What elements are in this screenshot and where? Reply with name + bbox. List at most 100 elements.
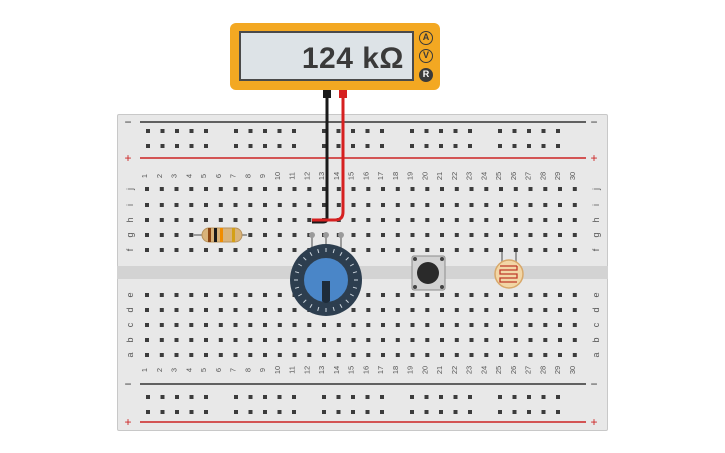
column-number: 14 (332, 366, 341, 374)
breadboard-hole (454, 308, 459, 312)
breadboard-hole (469, 353, 474, 357)
column-number: 25 (494, 172, 503, 180)
breadboard-hole (174, 218, 179, 222)
breadboard-hole (454, 218, 459, 222)
potentiometer[interactable] (290, 232, 362, 316)
mode-resistance-button[interactable]: R (419, 68, 433, 82)
potentiometer-tick (309, 303, 313, 308)
column-number: 25 (494, 366, 503, 374)
breadboard-hole (307, 203, 312, 207)
breadboard-hole (336, 187, 341, 191)
rail-hole (146, 144, 150, 148)
breadboard-hole (558, 233, 562, 237)
breadboard-hole (233, 323, 238, 327)
breadboard-hole (499, 248, 503, 252)
breadboard-hole (410, 218, 415, 222)
rail-hole (175, 144, 179, 148)
potentiometer-tick (339, 252, 343, 257)
breadboard-hole (425, 218, 430, 222)
breadboard-hole (543, 248, 548, 252)
breadboard-hole (499, 323, 503, 327)
breadboard-hole (248, 233, 253, 237)
breadboard-hole (528, 248, 533, 252)
breadboard-hole (395, 187, 400, 191)
breadboard-hole (499, 293, 503, 297)
rail-hole (498, 144, 502, 148)
breadboard-hole (248, 293, 253, 297)
column-number: 20 (420, 172, 429, 180)
mode-volt-button[interactable]: V (419, 49, 433, 63)
breadboard-hole (351, 323, 356, 327)
potentiometer-tick (298, 293, 303, 297)
multimeter-display: 124 kΩ (239, 31, 414, 81)
potentiometer-tick (294, 271, 300, 274)
resistor[interactable] (193, 227, 247, 243)
rail-hole (248, 144, 253, 148)
column-number: 3 (170, 174, 179, 178)
column-number: 5 (199, 368, 208, 372)
rail-hole (277, 129, 282, 133)
rail-hole (336, 410, 341, 414)
breadboard-hole (543, 353, 548, 357)
breadboard-hole (528, 233, 533, 237)
breadboard-hole (558, 338, 562, 342)
breadboard-hole (469, 338, 474, 342)
breadboard-hole (174, 203, 179, 207)
breadboard-hole (469, 218, 474, 222)
breadboard-hole (366, 218, 371, 222)
breadboard-hole (528, 338, 533, 342)
breadboard-hole (292, 233, 297, 237)
rail-hole (292, 395, 296, 399)
rail-hole (277, 410, 282, 414)
breadboard-hole (381, 218, 385, 222)
breadboard-hole (277, 323, 282, 327)
breadboard-hole (174, 233, 179, 237)
pushbutton[interactable] (411, 255, 446, 291)
rail-hole (322, 410, 326, 414)
mode-ampere-button[interactable]: A (419, 31, 433, 45)
photoresistor[interactable] (494, 252, 524, 289)
column-number: 21 (435, 172, 444, 180)
breadboard-hole (292, 248, 297, 252)
breadboard-hole (145, 323, 149, 327)
breadboard-hole (381, 353, 385, 357)
rail-hole (351, 410, 355, 414)
rail-hole (468, 395, 472, 399)
rail-hole (380, 395, 384, 399)
column-number: 11 (288, 366, 297, 374)
column-number: 10 (273, 366, 282, 374)
rail-hole (512, 129, 517, 133)
breadboard-hole (322, 323, 326, 327)
breadboard-hole (248, 203, 253, 207)
breadboard-hole (145, 293, 149, 297)
row-letter: c (591, 322, 601, 327)
breadboard-hole (410, 308, 415, 312)
breadboard-hole (543, 187, 548, 191)
rail-hole (160, 144, 165, 148)
column-number: 13 (317, 172, 326, 180)
breadboard-hole (499, 338, 503, 342)
column-number: 12 (302, 172, 311, 180)
column-number: 22 (450, 366, 459, 374)
rail-hole (189, 144, 194, 148)
breadboard-hole (484, 233, 489, 237)
breadboard-hole (145, 233, 149, 237)
rail-hole (204, 395, 208, 399)
multimeter-probes[interactable] (312, 88, 347, 224)
breadboard-hole (484, 203, 489, 207)
row-letter: h (125, 217, 135, 222)
rail-hole (322, 395, 326, 399)
column-number: 14 (332, 172, 341, 180)
breadboard-hole (159, 187, 164, 191)
rail-hole (468, 129, 472, 133)
column-number: 19 (406, 366, 415, 374)
rail-sign-plus: + (590, 151, 597, 165)
breadboard-hole (351, 233, 356, 237)
multimeter[interactable]: 124 kΩ A V R (230, 23, 440, 90)
rail-hole (234, 410, 238, 414)
breadboard-hole (366, 353, 371, 357)
breadboard-hole (233, 203, 238, 207)
breadboard-hole (277, 187, 282, 191)
breadboard-hole (425, 248, 430, 252)
breadboard-hole (366, 293, 371, 297)
